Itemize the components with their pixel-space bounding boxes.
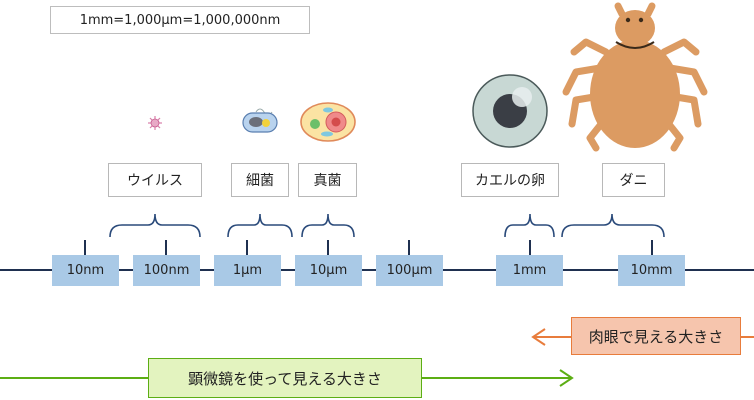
tick-100nm: 100nm xyxy=(133,255,200,286)
brace-virus xyxy=(109,213,201,238)
brace-frog-egg xyxy=(504,213,555,238)
bacteria-icon xyxy=(242,108,278,133)
label-fungus: 真菌 xyxy=(298,163,357,197)
label-virus: ウイルス xyxy=(108,163,202,197)
mite-body xyxy=(590,10,680,148)
tick-10um: 10µm xyxy=(295,255,362,286)
brace-mite xyxy=(561,213,665,238)
frog-egg-icon xyxy=(472,74,548,148)
label-frog-egg: カエルの卵 xyxy=(461,163,559,197)
brace-bacteria xyxy=(227,213,293,238)
tick-10mm: 10mm xyxy=(618,255,685,286)
brace-fungus xyxy=(301,213,355,238)
label-bacteria: 細菌 xyxy=(231,163,289,197)
fungus-icon xyxy=(300,102,356,142)
tick-10nm: 10nm xyxy=(52,255,119,286)
scale-note: 1mm=1,000µm=1,000,000nm xyxy=(50,6,310,34)
microscope-label: 顕微鏡を使って見える大きさ xyxy=(148,358,422,398)
label-mite: ダニ xyxy=(602,163,665,197)
naked-eye-label: 肉眼で見える大きさ xyxy=(571,317,741,355)
tick-1mm: 1mm xyxy=(496,255,563,286)
microscope-arrow xyxy=(0,369,574,387)
virus-icon xyxy=(148,116,162,130)
tick-1um: 1µm xyxy=(214,255,281,286)
axis-tick-marks xyxy=(84,240,653,256)
tick-100um: 100µm xyxy=(376,255,443,286)
naked-eye-arrow xyxy=(531,328,754,346)
